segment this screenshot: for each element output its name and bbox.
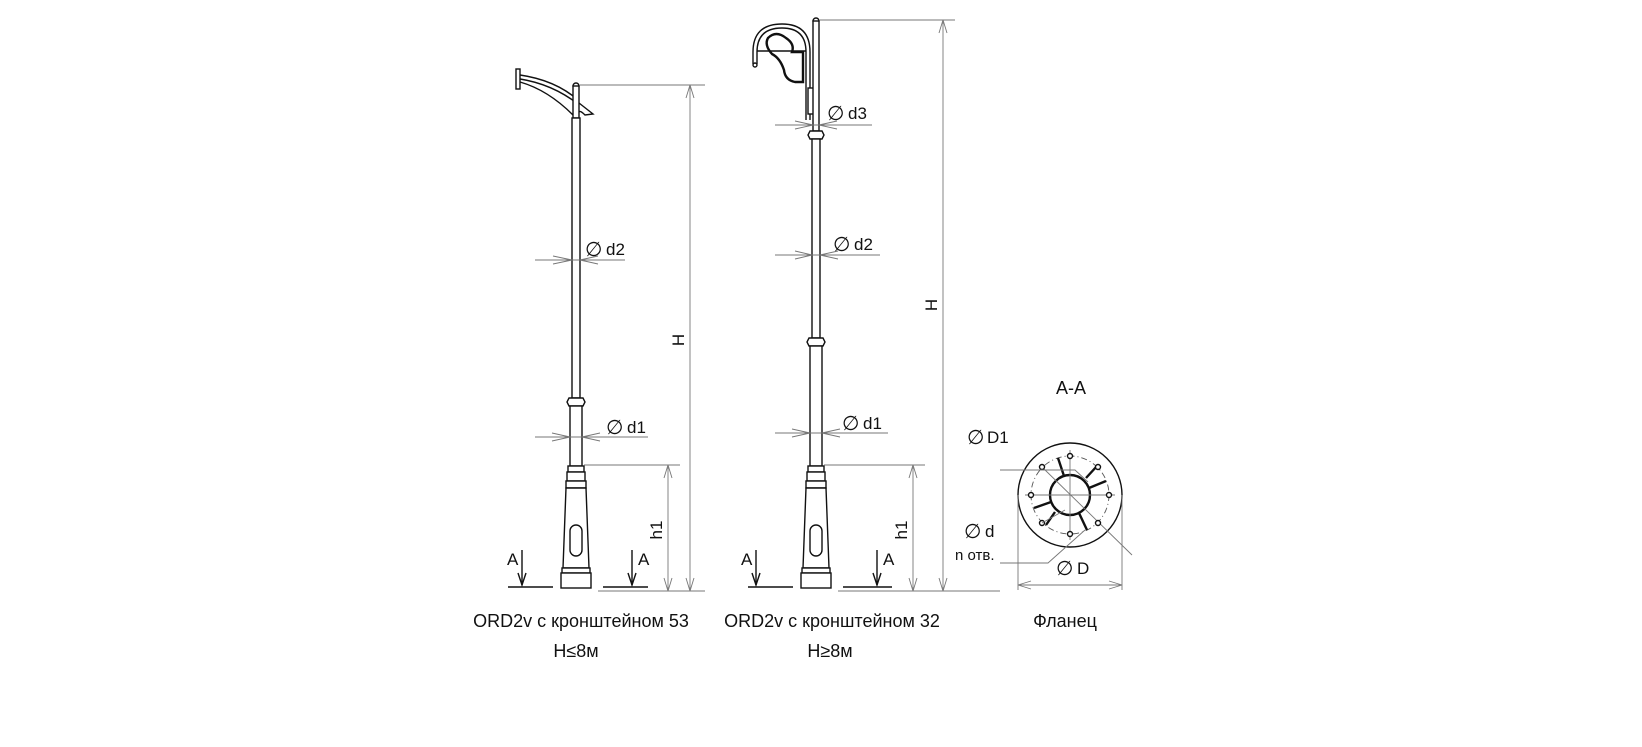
section-mark-left: A — [741, 550, 753, 569]
pole1-H-label: H — [669, 334, 688, 346]
section-mark-right: A — [638, 550, 650, 569]
diameter-symbol: ∅ — [842, 413, 859, 435]
pole2-h1-label: h1 — [892, 521, 911, 540]
diameter-symbol: ∅ — [585, 239, 602, 261]
pole2-caption: ORD2v с кронштейном 32 — [724, 611, 940, 631]
pole-2-base — [800, 465, 832, 589]
pole-1-drawing: ∅ d2 ∅ d1 H h1 A A — [507, 68, 705, 592]
pole2-d3-label: d3 — [848, 104, 867, 123]
flange-D-label: D — [1077, 559, 1089, 578]
pole2-H-label: H — [922, 299, 941, 311]
flange-section-view: A-A ∅ D1 — [955, 378, 1133, 631]
diameter-symbol: ∅ — [1056, 558, 1073, 580]
pole-1-base — [560, 465, 592, 589]
pole2-d1-label: d1 — [863, 414, 882, 433]
flange-caption: Фланец — [1033, 611, 1097, 631]
pole1-caption: ORD2v с кронштейном 53 — [473, 611, 689, 631]
bracket-53 — [515, 68, 595, 116]
pole1-height-note: H≤8м — [553, 641, 598, 661]
diameter-symbol: ∅ — [827, 103, 844, 125]
pole1-d1-label: d1 — [627, 418, 646, 437]
diameter-symbol: ∅ — [606, 417, 623, 439]
diameter-symbol: ∅ — [967, 427, 984, 449]
section-mark-right: A — [883, 550, 895, 569]
bolt-holes — [1027, 452, 1113, 538]
pole-2-drawing: ∅ d3 ∅ d2 ∅ d1 H h1 A A — [741, 17, 1000, 592]
flange-D1-label: D1 — [987, 428, 1009, 447]
pole2-height-note: H≥8м — [807, 641, 852, 661]
pole1-h1-label: h1 — [647, 521, 666, 540]
diameter-symbol: ∅ — [833, 234, 850, 256]
flange-holes-label: n отв. — [955, 547, 995, 564]
flange-d-label: d — [985, 522, 994, 541]
diameter-symbol: ∅ — [964, 521, 981, 543]
pole1-d2-label: d2 — [606, 240, 625, 259]
pole2-d2-label: d2 — [854, 235, 873, 254]
section-mark-left: A — [507, 550, 519, 569]
bracket-32 — [752, 23, 815, 120]
section-title: A-A — [1056, 378, 1086, 398]
